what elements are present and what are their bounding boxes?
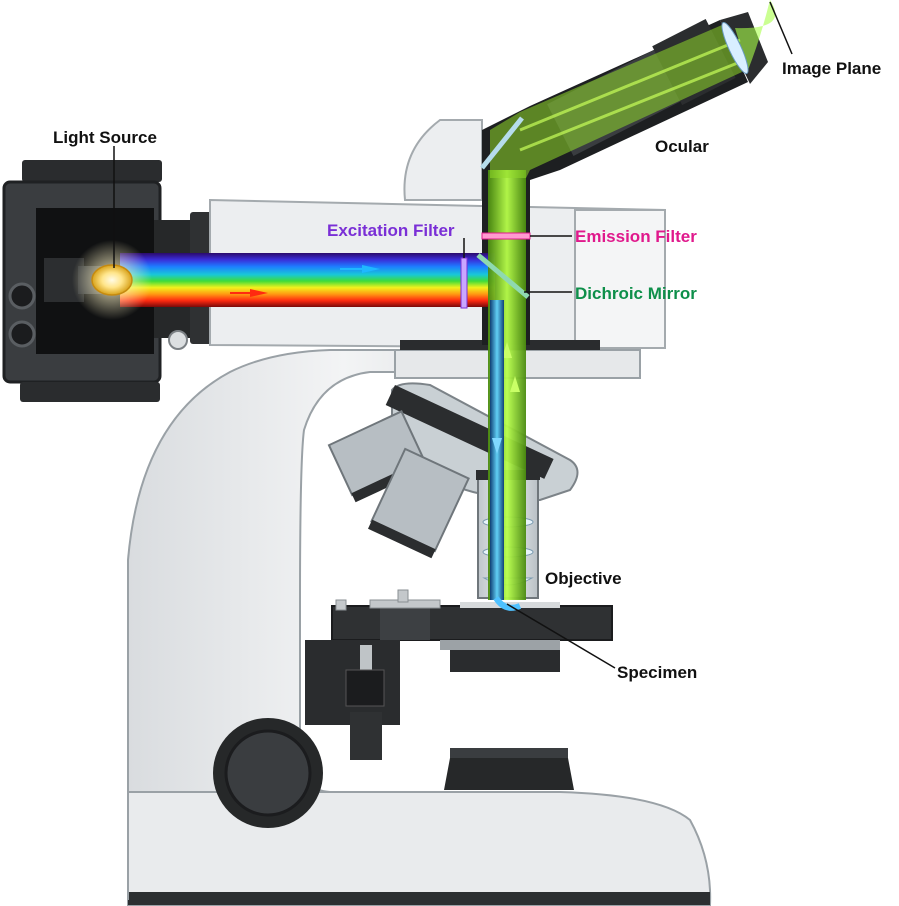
label-image-plane: Image Plane: [782, 59, 881, 78]
label-objective: Objective: [545, 569, 622, 588]
excitation-filter: [460, 257, 468, 309]
excitation-light-beam: [120, 253, 495, 307]
label-specimen: Specimen: [617, 663, 697, 682]
label-light-source: Light Source: [53, 128, 157, 147]
leader-lines: [113, 1, 793, 669]
label-ocular: Ocular: [655, 137, 709, 156]
dichroic-mirror: [476, 253, 530, 299]
focus-knob: [213, 718, 323, 828]
label-emission-filter: Emission Filter: [575, 227, 697, 246]
specimen-stage: [305, 589, 613, 760]
label-dichroic-mirror: Dichroic Mirror: [575, 284, 697, 303]
label-excitation-filter: Excitation Filter: [327, 221, 455, 240]
objective-turret: [327, 382, 579, 559]
excitation-path-to-specimen: [490, 300, 522, 611]
ocular-mirror: [480, 116, 524, 170]
light-bulb: [72, 240, 152, 320]
emission-filter: [481, 232, 531, 240]
field-lamp: [444, 748, 574, 790]
ocular-lens: [721, 21, 749, 75]
